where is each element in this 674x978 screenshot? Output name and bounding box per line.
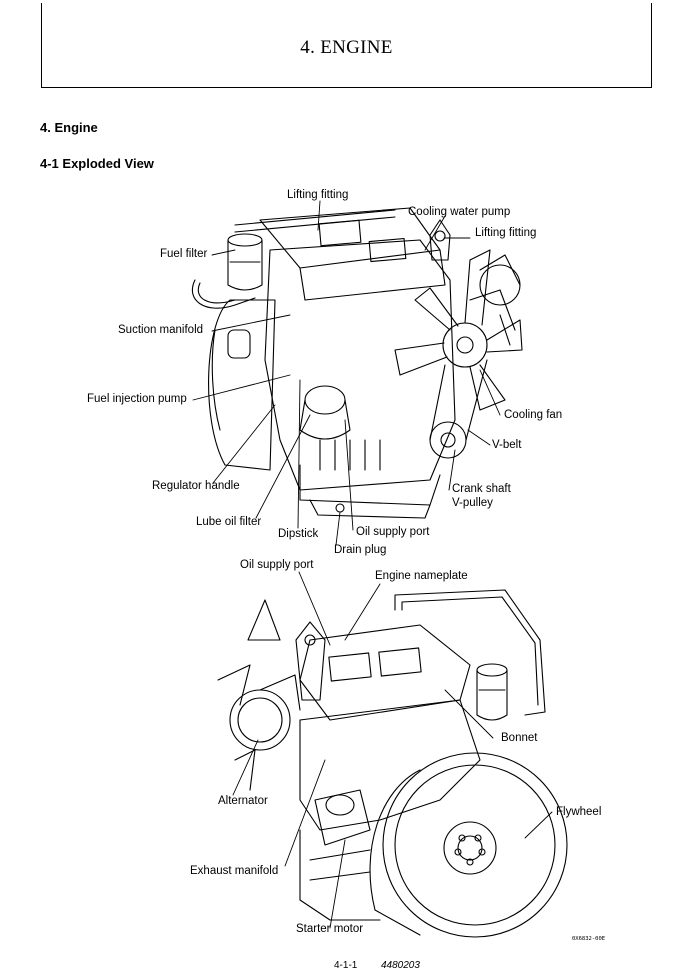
- label-cooling-fan: Cooling fan: [504, 409, 563, 421]
- label-v-pulley: V-pulley: [452, 497, 493, 509]
- figure1-leader-lines: [192, 200, 501, 546]
- label-cooling-water-pump: Cooling water pump: [408, 206, 511, 218]
- label-v-belt: V-belt: [492, 439, 522, 451]
- label-lifting-fitting-top: Lifting fitting: [287, 189, 349, 201]
- label-regulator-handle: Regulator handle: [152, 480, 240, 492]
- label-drain-plug: Drain plug: [334, 544, 387, 556]
- label-exhaust-manifold: Exhaust manifold: [190, 865, 279, 877]
- label-oil-supply-port: Oil supply port: [356, 526, 430, 538]
- figure2-leader-lines: [232, 571, 553, 929]
- label-lube-oil-filter: Lube oil filter: [196, 516, 262, 528]
- figure-code: 0X6832-00E: [572, 936, 606, 942]
- label-fuel-injection-pump: Fuel injection pump: [87, 393, 187, 405]
- label-oil-supply-port-2: Oil supply port: [240, 559, 314, 571]
- section-heading: 4. Engine: [40, 120, 98, 135]
- engine-rear-view-drawing: [217, 589, 568, 938]
- page-number: 4-1-1: [334, 960, 358, 971]
- document-number: 4480203: [381, 960, 420, 971]
- chapter-title-box: 4. ENGINE: [41, 3, 652, 88]
- label-engine-nameplate: Engine nameplate: [375, 570, 468, 582]
- label-starter-motor: Starter motor: [296, 923, 364, 935]
- label-lifting-fitting-right: Lifting fitting: [475, 227, 537, 239]
- label-alternator: Alternator: [218, 795, 268, 807]
- engine-front-view-drawing: [192, 207, 523, 519]
- label-bonnet: Bonnet: [501, 732, 538, 744]
- label-fuel-filter: Fuel filter: [160, 248, 208, 260]
- label-dipstick: Dipstick: [278, 528, 319, 540]
- label-suction-manifold: Suction manifold: [118, 324, 204, 336]
- label-flywheel: Flywheel: [556, 806, 602, 818]
- label-crank-shaft: Crank shaft: [452, 483, 511, 495]
- chapter-title: 4. ENGINE: [300, 37, 393, 58]
- subsection-heading: 4-1 Exploded View: [40, 156, 154, 171]
